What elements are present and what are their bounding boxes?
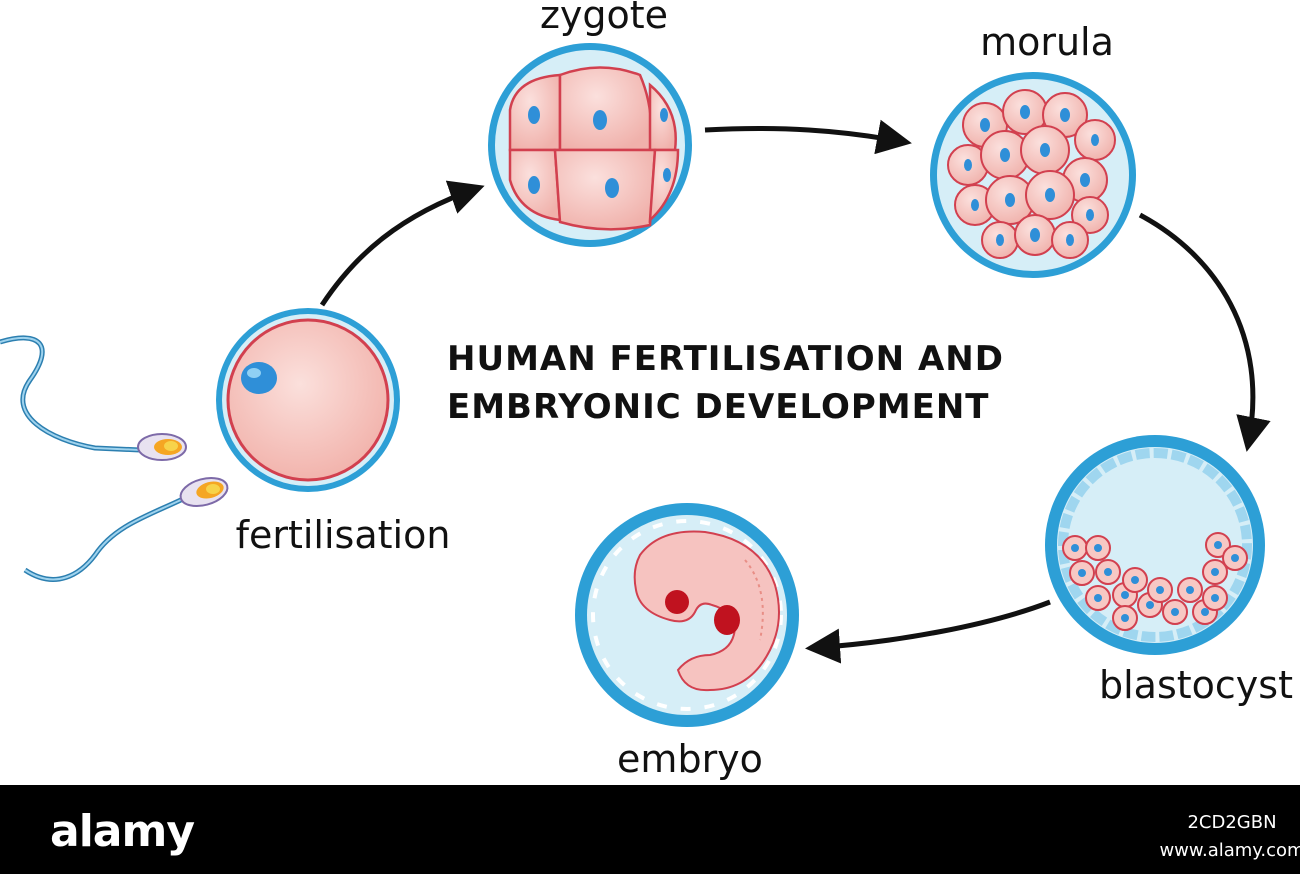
- sperm-2: [23, 476, 229, 582]
- diagram-title-line2: EMBRYONIC DEVELOPMENT: [447, 387, 989, 427]
- zygote-cell: [488, 43, 692, 247]
- morula-cell: [930, 72, 1136, 278]
- arrow-blastocyst-to-embryo: [805, 599, 1051, 664]
- footer-image-id: 2CD2GBN: [1187, 812, 1276, 833]
- diagram-title-line1: HUMAN FERTILISATION AND: [447, 339, 1004, 379]
- label-zygote: zygote: [540, 0, 668, 37]
- label-morula: morula: [980, 20, 1114, 64]
- egg-cell: [216, 308, 400, 492]
- label-embryo: embryo: [617, 737, 763, 781]
- arrow-morula-to-blastocyst: [1138, 212, 1271, 452]
- arrow-zygote-to-morula: [704, 119, 912, 155]
- arrow-fertilisation-to-zygote: [319, 180, 485, 307]
- sperm-1: [0, 335, 187, 461]
- footer-site: www.alamy.com: [1159, 840, 1300, 861]
- footer-brand: alamy: [50, 806, 194, 857]
- egg-nucleus: [241, 362, 277, 394]
- embryo-cell: [575, 503, 799, 727]
- label-blastocyst: blastocyst: [1099, 663, 1293, 707]
- label-fertilisation: fertilisation: [236, 513, 451, 557]
- blastocyst-cell: [1045, 435, 1265, 655]
- footer-bar: [0, 785, 1300, 874]
